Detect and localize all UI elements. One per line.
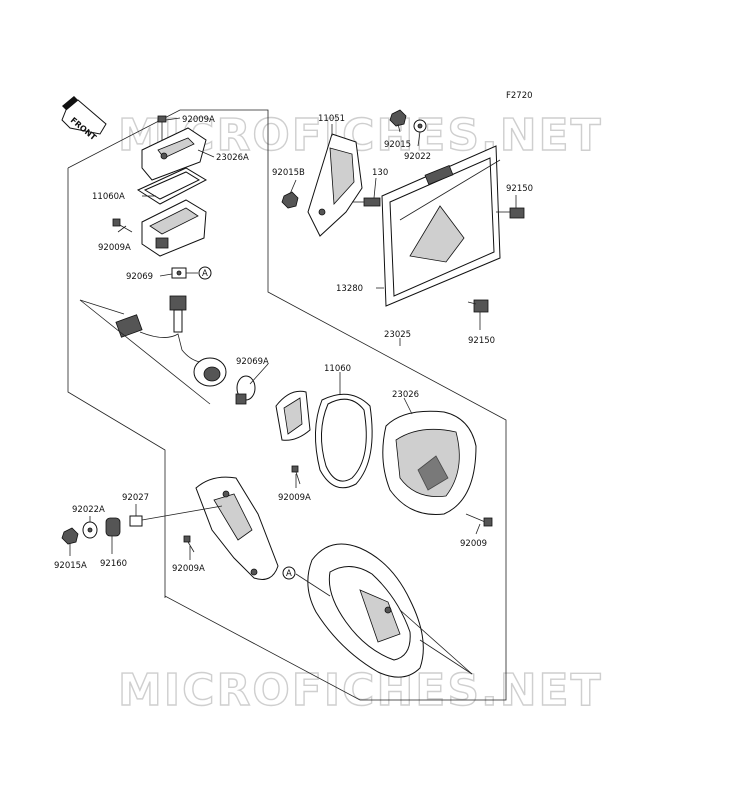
ref-marker-a-bottom: A: [282, 566, 296, 580]
bolt-130: [352, 197, 381, 207]
screw-92009A-mid: [291, 465, 301, 485]
watermark-bottom: MICROFICHES.NET: [118, 665, 603, 716]
screw-92009A-low: [183, 535, 195, 553]
housing-23025: [307, 543, 424, 678]
label-92027: 92027: [122, 493, 149, 503]
label-92009A-mid: 92009A: [278, 493, 311, 503]
mount-bracket: [195, 476, 279, 580]
label-92069: 92069: [126, 272, 153, 282]
label-92009A-low: 92009A: [172, 564, 205, 574]
label-92009A-left: 92009A: [98, 243, 131, 253]
light-lens-23026A: [141, 127, 207, 181]
leaders-bottom-left: [69, 504, 223, 560]
clip-92069: [171, 267, 187, 279]
label-92150-bottom: 92150: [468, 336, 495, 346]
label-92015A: 92015A: [54, 561, 87, 571]
nut-92015: [389, 109, 407, 127]
washer-92022A: [82, 521, 98, 539]
plate-13280: [381, 145, 501, 307]
label-13280: 13280: [336, 284, 363, 294]
ref-marker-a-top: A: [198, 266, 212, 280]
leaders-middle: [249, 338, 481, 535]
washer-92022: [413, 119, 427, 133]
assembly-outline: [67, 109, 507, 701]
socket-assembly: [115, 295, 227, 387]
label-92022: 92022: [404, 152, 431, 162]
label-92009: 92009: [460, 539, 487, 549]
bolt-92150-right: [496, 207, 525, 219]
nut-92015B: [281, 191, 299, 209]
label-92160: 92160: [100, 559, 127, 569]
bolt-92150-bottom: [467, 299, 489, 313]
leaders-right: [289, 123, 517, 330]
svg-text:A: A: [286, 569, 292, 579]
label-92009A-top: 92009A: [182, 115, 215, 125]
collar-92027: [129, 515, 143, 527]
label-92015B: 92015B: [272, 168, 305, 178]
grommet-92160: [105, 517, 121, 537]
label-23025: 23025: [384, 330, 411, 340]
screw-92009A-top: [157, 115, 167, 140]
reflector-shield: [275, 390, 311, 441]
light-base: [141, 199, 207, 257]
lens-23026: [382, 410, 477, 515]
label-23026A: 23026A: [216, 153, 249, 163]
nut-92015A: [61, 527, 79, 545]
label-92022A: 92022A: [72, 505, 105, 515]
screw-92009A-left: [112, 218, 133, 233]
svg-text:A: A: [202, 269, 208, 279]
leaders-top-left: [79, 117, 215, 405]
screw-92009: [465, 513, 493, 527]
label-11051: 11051: [318, 114, 345, 124]
figure-code: F2720: [506, 91, 533, 101]
label-92150-right: 92150: [506, 184, 533, 194]
label-23026: 23026: [392, 390, 419, 400]
label-11060: 11060: [324, 364, 351, 374]
gasket-11060: [314, 393, 373, 489]
label-92015: 92015: [384, 140, 411, 150]
bulb-92069A: [235, 375, 256, 405]
label-130: 130: [372, 168, 388, 178]
bracket-11051: [307, 133, 363, 237]
label-11060A: 11060A: [92, 192, 125, 202]
label-92069A: 92069A: [236, 357, 269, 367]
leaders-bottom: [295, 573, 473, 675]
front-arrow-icon: FRONT: [61, 96, 107, 143]
